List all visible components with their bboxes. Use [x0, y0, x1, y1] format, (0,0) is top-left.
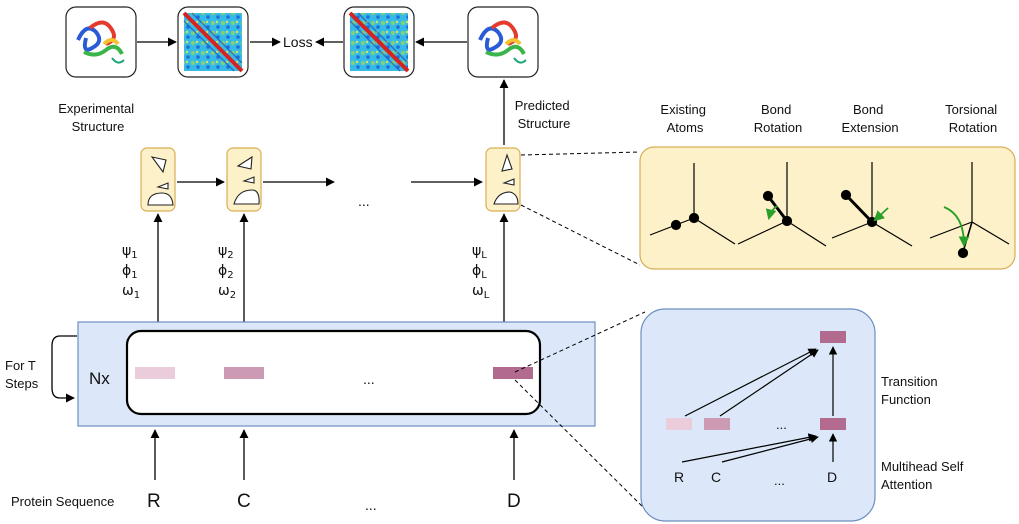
torsional-rotation-label: Torsional Rotation	[945, 102, 1001, 135]
geometric-unit-1	[140, 147, 176, 212]
transition-function-label: Transition Function	[881, 374, 941, 407]
predicted-structure-label: Predicted Structure	[515, 98, 574, 131]
detail-token-2	[704, 418, 730, 430]
middle-ellipsis: ...	[358, 193, 370, 209]
omega-1: ω1	[122, 283, 140, 301]
multihead-attention-label: Multihead Self Attention	[881, 459, 967, 492]
token-embedding-1	[135, 367, 175, 379]
zoom-line-top-1	[520, 151, 641, 156]
psi-2: ψ2	[218, 243, 234, 261]
existing-atoms-icon	[649, 163, 736, 245]
nx-label: Nx	[89, 369, 110, 388]
detail-input-ellipsis: ...	[774, 473, 785, 488]
loop-arrow	[51, 335, 77, 403]
bond-rotation-icon	[737, 162, 827, 247]
experimental-distance-map	[177, 6, 249, 78]
omega-L: ωL	[472, 283, 490, 301]
sequence-residue-C: C	[237, 491, 251, 512]
psi-1: ψ1	[122, 243, 138, 261]
experimental-structure-image	[65, 6, 137, 78]
phi-L: ϕL	[472, 263, 487, 281]
bond-rotation-label: Bond Rotation	[754, 102, 802, 135]
torsional-rotation-icon	[929, 162, 1010, 259]
transformer-detail-panel	[640, 308, 876, 522]
existing-atoms-label: Existing Atoms	[660, 102, 709, 135]
zoom-line-bottom-2	[514, 379, 652, 516]
detail-token-L	[820, 418, 846, 430]
phi-1: ϕ1	[122, 263, 138, 281]
predicted-structure-image	[467, 6, 539, 78]
transition-arrows	[684, 346, 838, 417]
predicted-distance-map	[343, 6, 415, 78]
protein-sequence-label: Protein Sequence	[11, 494, 114, 509]
token-ellipsis: ...	[363, 371, 375, 387]
loss-label: Loss	[283, 34, 313, 50]
detail-token-1	[666, 418, 692, 430]
experimental-structure-label: Experimental Structure	[58, 101, 138, 134]
sequence-residue-D: D	[507, 491, 521, 512]
token-embedding-2	[224, 367, 264, 379]
detail-input-D: D	[827, 469, 837, 485]
sequence-ellipsis: ...	[365, 497, 377, 513]
attention-arrows	[681, 433, 838, 463]
angles-col-1: ψ1 ϕ1 ω1	[122, 243, 140, 301]
detail-input-C: C	[711, 469, 721, 485]
geometric-unit-L	[485, 147, 521, 212]
detail-token-ellipsis: ...	[776, 417, 787, 432]
detail-output-token	[820, 331, 846, 343]
transformer-block	[77, 321, 596, 427]
token-embedding-L	[493, 367, 533, 379]
angles-col-L: ψL ϕL ωL	[472, 243, 490, 301]
phi-2: ϕ2	[218, 263, 234, 281]
geometric-unit-2	[226, 147, 262, 212]
zoom-line-bottom-1	[514, 311, 646, 373]
zoom-line-top-2	[520, 204, 641, 266]
detail-input-R: R	[674, 469, 684, 485]
omega-2: ω2	[218, 283, 236, 301]
bond-extension-label: Bond Extension	[841, 102, 898, 135]
angles-col-2: ψ2 ϕ2 ω2	[218, 243, 236, 301]
loop-label: For T Steps	[5, 358, 39, 391]
operations-panel	[639, 146, 1016, 270]
sequence-residue-R: R	[147, 491, 161, 512]
psi-L: ψL	[472, 243, 487, 261]
bond-extension-icon	[831, 162, 913, 247]
